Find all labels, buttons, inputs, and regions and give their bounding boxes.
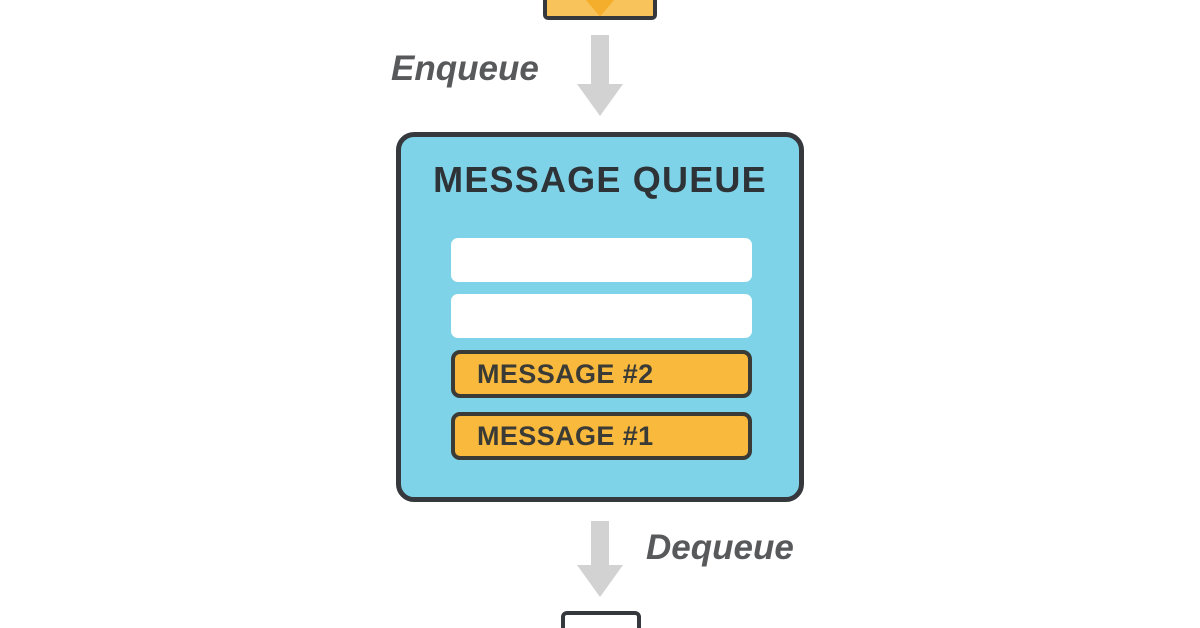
arrow-shaft [591,521,609,567]
enqueue-arrow-icon [577,35,623,116]
envelope-icon-incoming [543,0,657,20]
queue-message-item[interactable]: MESSAGE #2 [451,350,752,398]
queue-message-label: MESSAGE #2 [477,358,654,389]
message-queue-box: MESSAGE QUEUE MESSAGE #2 MESSAGE #1 [396,132,804,502]
dequeue-label: Dequeue [646,528,794,567]
dequeue-arrow-icon [577,521,623,597]
queue-slot-empty [451,238,752,282]
queue-title: MESSAGE QUEUE [433,159,767,200]
envelope-icon-outgoing [561,611,641,628]
envelope-flap-right [597,0,653,16]
arrow-head [577,565,623,597]
queue-message-label: MESSAGE #1 [477,420,654,451]
envelope-flap-left [547,0,603,16]
arrow-head [577,84,623,116]
enqueue-label: Enqueue [391,49,539,88]
queue-slot-list: MESSAGE #2 MESSAGE #1 [451,238,752,474]
queue-message-item[interactable]: MESSAGE #1 [451,412,752,460]
queue-slot-empty [451,294,752,338]
arrow-shaft [591,35,609,87]
